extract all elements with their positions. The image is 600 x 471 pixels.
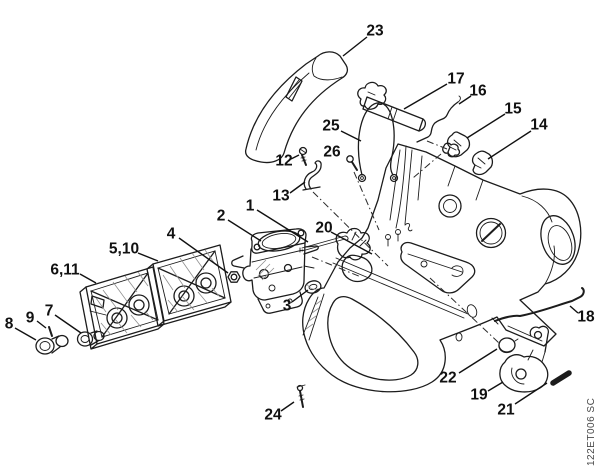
callout-label-7: 7 (45, 303, 54, 320)
callouts-layer: 231716151425261213122045,106,11798318221… (5, 23, 595, 424)
grommet-3-drawing (304, 280, 322, 294)
pin-21-drawing (550, 370, 572, 386)
callout-label-26: 26 (323, 144, 341, 161)
screw-24-drawing (296, 384, 306, 408)
callout-leader-4 (178, 237, 229, 274)
shaft-17-drawing (357, 81, 426, 132)
clip-14-drawing (471, 150, 494, 176)
callout-label-8: 8 (5, 316, 14, 333)
assembly-axis-lines (311, 140, 500, 344)
clip-13-drawing (302, 160, 322, 191)
callout-label-17: 17 (447, 71, 464, 88)
callout-label-1: 1 (246, 198, 255, 215)
callout-label-3: 3 (283, 298, 292, 315)
plug-7-drawing (76, 330, 105, 347)
callout-leader-13 (289, 181, 306, 194)
callout-label-22: 22 (439, 370, 456, 387)
callout-label-18: 18 (577, 309, 595, 326)
callout-label-19: 19 (470, 387, 488, 404)
screw-26-drawing (346, 155, 358, 171)
callout-label-14: 14 (530, 117, 548, 134)
air-filter-inner-drawing (79, 266, 165, 350)
callout-leader-1 (256, 209, 309, 243)
plug-22-drawing (498, 337, 519, 354)
callout-label-24: 24 (264, 407, 282, 424)
callout-leader-3 (291, 289, 309, 303)
callout-label-23: 23 (366, 23, 384, 40)
callout-leader-2 (227, 219, 262, 242)
wire-loop-25-drawing (357, 102, 399, 183)
handle-molding-drawing (244, 51, 349, 164)
callout-label-2: 2 (217, 208, 226, 225)
callout-leader-24 (280, 401, 295, 412)
callout-label-21: 21 (497, 402, 515, 419)
main-housing-drawing (302, 142, 582, 393)
wire-18-drawing (491, 287, 585, 325)
callout-leader-21 (514, 382, 548, 405)
callout-leader-16 (458, 95, 472, 105)
drawing-code: 122ET006 SC (586, 398, 597, 466)
callout-leader-17 (403, 83, 448, 110)
callout-leader-25 (340, 130, 362, 142)
wire-16-drawing (416, 95, 461, 143)
callout-leader-5,10 (137, 252, 159, 262)
callout-leader-20 (330, 231, 373, 255)
callout-leader-18 (569, 305, 579, 314)
carburetor-drawing (231, 228, 319, 314)
callout-label-20: 20 (315, 220, 332, 237)
throttle-rod-20-drawing (299, 235, 349, 253)
callout-label-13: 13 (272, 188, 290, 205)
callout-leader-7 (54, 314, 82, 334)
callout-leader-15 (466, 113, 506, 139)
callout-label-12: 12 (275, 153, 292, 170)
callout-leader-12 (290, 154, 300, 160)
nut-4-drawing (227, 271, 241, 283)
pin-9-drawing (48, 326, 53, 337)
callout-leader-6,11 (79, 273, 97, 284)
callout-leader-9 (36, 320, 47, 329)
callout-leader-14 (487, 130, 532, 160)
callout-label-16: 16 (469, 83, 487, 100)
plug-8-drawing (35, 334, 69, 355)
callout-leader-19 (487, 381, 504, 392)
callout-leader-23 (342, 36, 368, 57)
callout-leader-22 (458, 348, 498, 374)
callout-label-9: 9 (26, 310, 35, 327)
tensioner-19-drawing (499, 325, 550, 393)
callout-label-4: 4 (167, 226, 176, 243)
callout-label-5,10: 5,10 (109, 241, 139, 258)
screw-12-drawing (298, 146, 308, 166)
callout-leader-8 (14, 327, 37, 341)
clip-15-drawing (446, 131, 471, 158)
callout-label-6,11: 6,11 (50, 262, 80, 279)
air-filter-outer-drawing (146, 244, 232, 327)
callout-label-25: 25 (322, 118, 340, 135)
callout-label-15: 15 (504, 101, 522, 118)
